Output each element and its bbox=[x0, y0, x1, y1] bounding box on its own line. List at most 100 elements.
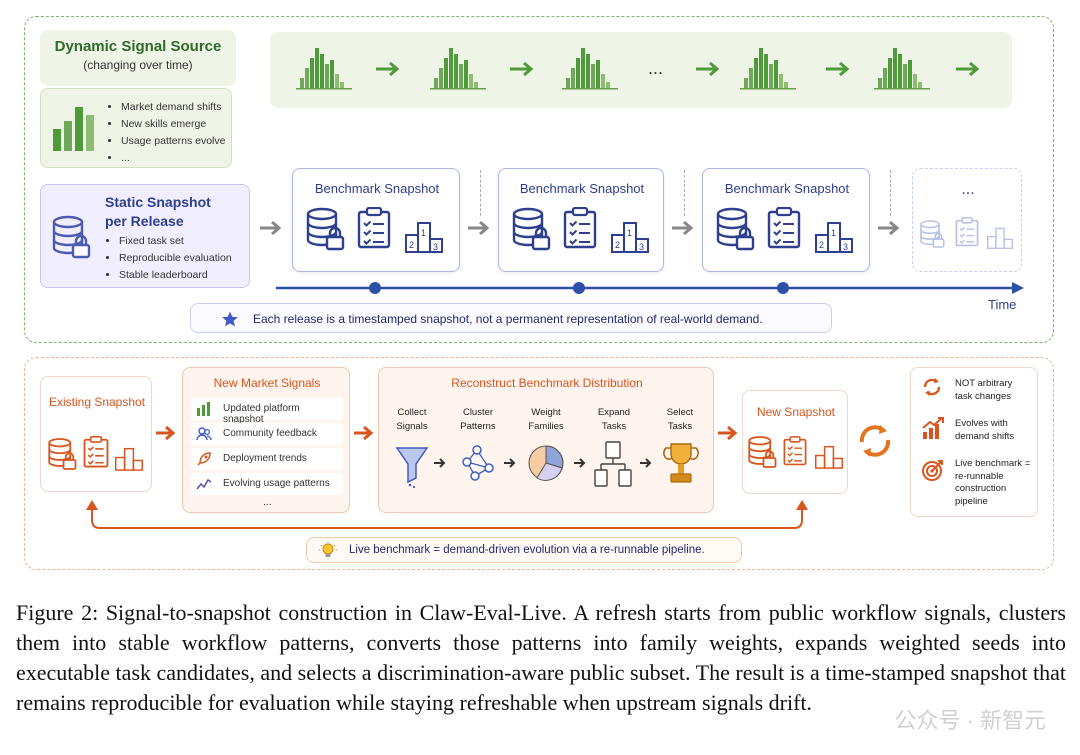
database-lock-icon bbox=[511, 207, 551, 251]
bullet: Stable leaderboard bbox=[119, 267, 232, 284]
trophy-icon bbox=[663, 443, 699, 483]
signal-panel bbox=[24, 16, 1054, 343]
podium-number: 3 bbox=[843, 242, 849, 252]
benchmark-snapshot-label: Benchmark Snapshot bbox=[724, 181, 850, 196]
market-signals-ellipsis: ... bbox=[263, 496, 272, 508]
release-divider bbox=[684, 170, 685, 216]
bar-chart-icon bbox=[53, 107, 94, 151]
bullet: ... bbox=[121, 150, 225, 167]
reconstruct-box: Reconstruct Benchmark Distribution Colle… bbox=[378, 367, 714, 513]
database-lock-icon bbox=[747, 435, 777, 469]
leaderboard-icon bbox=[115, 447, 143, 471]
market-signals-box: New Market Signals Updated platform snap… bbox=[182, 367, 350, 513]
timeline-label: Time bbox=[988, 297, 1017, 312]
refresh-icon bbox=[923, 378, 941, 396]
histogram-icon bbox=[428, 44, 488, 92]
lightbulb-icon bbox=[319, 542, 337, 557]
target-icon bbox=[922, 460, 943, 481]
signal-source-bullets: Market demand shifts New skills emerge U… bbox=[107, 99, 225, 167]
histogram-icon bbox=[738, 44, 798, 92]
podium-number: 1 bbox=[627, 228, 633, 238]
static-snapshot-box: Static Snapshot per Release Fixed task s… bbox=[40, 184, 250, 288]
funnel-icon bbox=[395, 447, 429, 488]
podium-number: 2 bbox=[615, 240, 621, 250]
existing-snapshot-label: Existing Snapshot bbox=[48, 395, 146, 409]
bullet: New skills emerge bbox=[121, 116, 225, 133]
new-snapshot-label: New Snapshot bbox=[756, 405, 836, 419]
timeline bbox=[276, 282, 1024, 294]
arrow-right-icon bbox=[156, 425, 176, 441]
podium-number: 1 bbox=[421, 228, 427, 238]
arrow-right-icon bbox=[878, 220, 900, 236]
signal-source-subtitle: (changing over time) bbox=[83, 58, 193, 72]
benchmark-snapshot-label: Benchmark Snapshot bbox=[519, 181, 645, 196]
rocket-icon bbox=[197, 452, 211, 466]
existing-snapshot-box: Existing Snapshot bbox=[40, 376, 152, 492]
new-snapshot-box: New Snapshot bbox=[742, 390, 848, 494]
arrow-right-icon bbox=[354, 425, 374, 441]
checklist-icon bbox=[563, 207, 597, 249]
database-lock-icon bbox=[919, 219, 945, 249]
star-icon bbox=[222, 311, 238, 327]
market-signal-item: Evolving usage patterns bbox=[191, 473, 343, 495]
benchmark-snapshot-label: Benchmark Snapshot bbox=[314, 181, 440, 196]
property-text: Live benchmark =re-runnable construction… bbox=[955, 458, 1031, 507]
bullet: Usage patterns evolve bbox=[121, 133, 225, 150]
market-signal-item: Updated platform snapshot bbox=[191, 398, 343, 425]
static-snapshot-bullets: Fixed task set Reproducible evaluation S… bbox=[105, 233, 232, 284]
histogram-icon bbox=[872, 44, 932, 92]
arrow-right-icon bbox=[468, 220, 490, 236]
arrow-right-icon bbox=[696, 61, 720, 77]
signal-source-box: Market demand shifts New skills emerge U… bbox=[40, 88, 232, 168]
static-snapshot-title: Static Snapshot per Release bbox=[105, 194, 211, 229]
live-note: Live benchmark = demand-driven evolution… bbox=[306, 537, 742, 563]
release-note: Each release is a timestamped snapshot, … bbox=[190, 303, 832, 333]
release-divider bbox=[480, 170, 481, 216]
checklist-icon bbox=[767, 207, 801, 249]
checklist-icon bbox=[955, 217, 979, 247]
leaderboard-icon bbox=[815, 445, 843, 469]
feedback-loop-arrow bbox=[86, 500, 808, 529]
arrow-right-icon bbox=[504, 458, 516, 468]
signal-source-header: Dynamic Signal Source (changing over tim… bbox=[40, 30, 236, 86]
community-icon bbox=[196, 427, 212, 441]
figure-caption: Figure 2: Signal-to-snapshot constructio… bbox=[16, 600, 1066, 715]
arrow-right-icon bbox=[672, 220, 694, 236]
signal-source-title: Dynamic Signal Source bbox=[54, 38, 222, 55]
reconstruct-title: Reconstruct Benchmark Distribution bbox=[451, 376, 643, 390]
live-note-text: Live benchmark = demand-driven evolution… bbox=[349, 544, 705, 556]
release-note-text: Each release is a timestamped snapshot, … bbox=[253, 312, 763, 326]
arrow-right-icon bbox=[640, 458, 652, 468]
database-lock-icon bbox=[51, 215, 91, 259]
bullet: Reproducible evaluation bbox=[119, 250, 232, 267]
benchmark-snapshot-2: Benchmark Snapshot 2 1 3 bbox=[498, 168, 664, 272]
signal-strip-ellipsis: ... bbox=[648, 58, 664, 78]
arrow-right-icon bbox=[826, 61, 850, 77]
refresh-cycle-icon bbox=[859, 425, 891, 457]
arrow-right-icon bbox=[434, 458, 446, 468]
checklist-icon bbox=[783, 435, 807, 467]
arrow-right-icon bbox=[574, 458, 586, 468]
checklist-icon bbox=[357, 207, 391, 249]
trend-line-icon bbox=[196, 478, 212, 490]
bullet: Fixed task set bbox=[119, 233, 232, 250]
market-signal-item: Community feedback bbox=[191, 423, 343, 445]
refresh-panel bbox=[24, 357, 1054, 570]
future-snapshot: ... bbox=[912, 168, 1022, 272]
arrow-right-icon bbox=[956, 61, 980, 77]
market-signal-item: Deployment trends bbox=[191, 448, 343, 470]
growth-chart-icon bbox=[922, 417, 944, 439]
database-lock-icon bbox=[305, 207, 345, 251]
histogram-icon bbox=[560, 44, 620, 92]
document-tree-icon bbox=[594, 441, 632, 487]
arrow-right-icon bbox=[376, 61, 400, 77]
arrow-right-icon bbox=[510, 61, 534, 77]
arrow-right-icon bbox=[718, 425, 738, 441]
future-snapshot-ellipsis: ... bbox=[961, 181, 975, 198]
database-lock-icon bbox=[47, 437, 77, 471]
